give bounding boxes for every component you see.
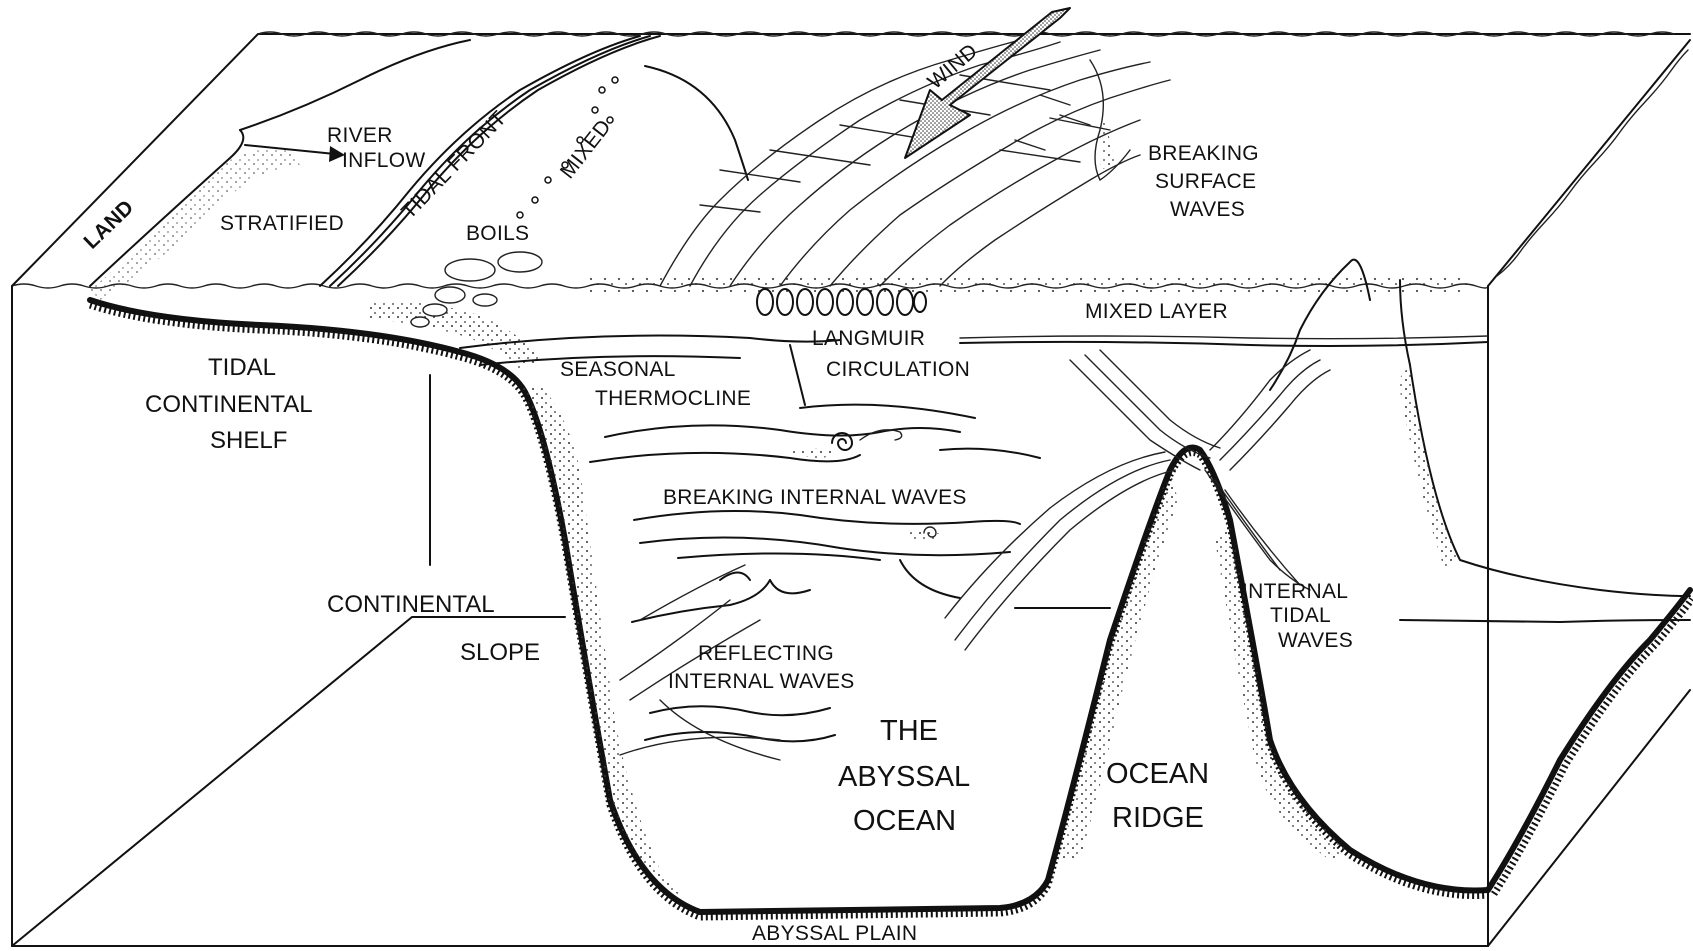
reflecting-internal-waves-label-2: INTERNAL WAVES xyxy=(668,670,855,693)
langmuir-label: LANGMUIR xyxy=(812,327,925,350)
tidal-continental-shelf-label-2: CONTINENTAL xyxy=(145,391,313,418)
abyssal-plain-label: ABYSSAL PLAIN xyxy=(752,922,917,945)
river-inflow-label-2: INFLOW xyxy=(342,149,425,172)
internal-tidal-waves-label: INTERNAL xyxy=(1242,580,1348,603)
river-inflow-label: RIVER xyxy=(327,124,393,147)
abyssal-ocean-label-3: OCEAN xyxy=(853,805,956,837)
breaking-surface-waves-label-2: SURFACE xyxy=(1155,170,1256,193)
tidal-continental-shelf-label: TIDAL xyxy=(208,354,276,381)
seasonal-thermocline-label: SEASONAL xyxy=(560,358,676,381)
continental-slope-label-2: SLOPE xyxy=(460,639,540,666)
langmuir-cells xyxy=(757,289,926,315)
continental-slope-label: CONTINENTAL xyxy=(327,591,495,618)
boils-label: BOILS xyxy=(466,222,529,245)
mixed-layer-label: MIXED LAYER xyxy=(1085,300,1228,323)
tidal-continental-shelf-label-3: SHELF xyxy=(210,427,287,454)
stratified-label: STRATIFIED xyxy=(220,212,344,235)
internal-tidal-waves-label-3: WAVES xyxy=(1278,629,1353,652)
stipple-bands xyxy=(90,149,1470,900)
abyssal-ocean-label-2: ABYSSAL xyxy=(838,761,970,793)
langmuir-label-2: CIRCULATION xyxy=(826,358,970,381)
breaking-surface-waves-label-3: WAVES xyxy=(1170,198,1245,221)
land-label: LAND xyxy=(79,196,138,254)
abyssal-ocean-label: THE xyxy=(880,715,938,747)
breaking-surface-waves-label: BREAKING xyxy=(1148,142,1259,165)
reflecting-internal-waves-label: REFLECTING xyxy=(698,642,834,665)
breaking-internal-waves-label: BREAKING INTERNAL WAVES xyxy=(663,486,967,509)
ocean-ridge-label: OCEAN xyxy=(1106,758,1209,790)
internal-tidal-waves-label-2: TIDAL xyxy=(1270,604,1331,627)
mixed-label: MIXED xyxy=(556,115,616,183)
seasonal-thermocline-label-2: THERMOCLINE xyxy=(595,387,751,410)
ocean-ridge-label-2: RIDGE xyxy=(1112,802,1204,834)
